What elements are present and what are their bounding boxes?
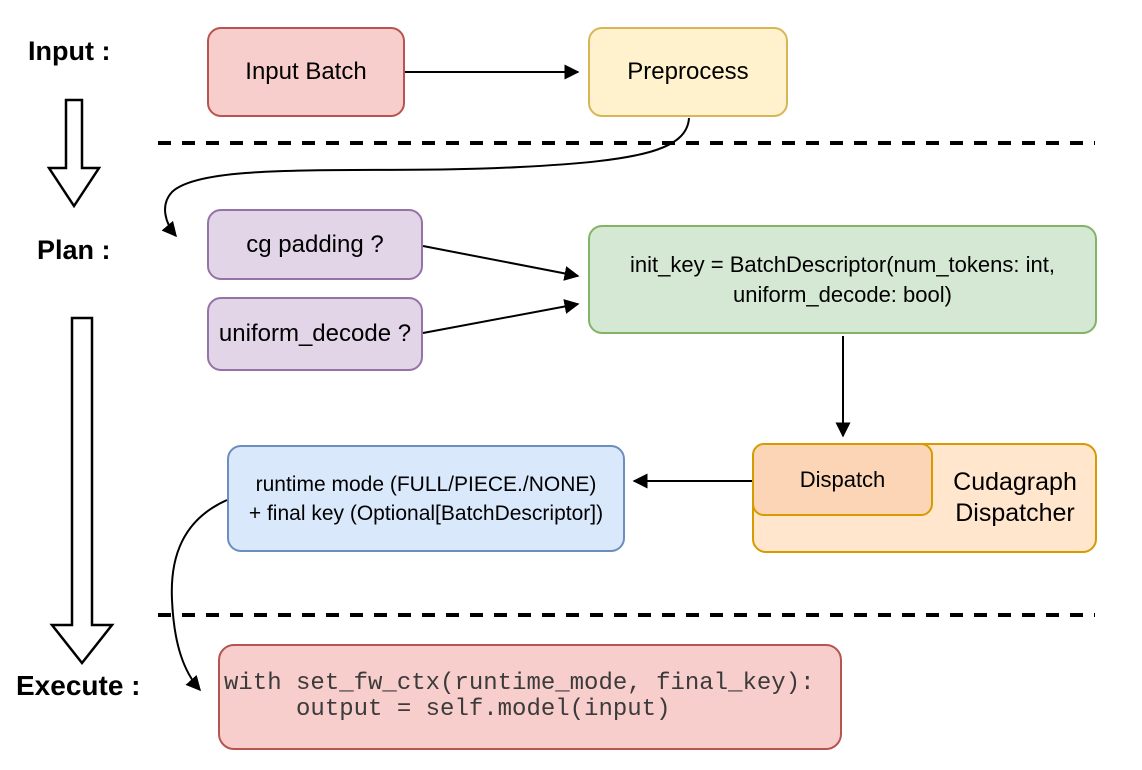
node-uniform-decode-label: uniform_decode ? <box>218 320 412 347</box>
node-dispatch-label: Dispatch <box>799 466 886 492</box>
node-init-key-line2: uniform_decode: bool) <box>733 281 952 307</box>
cudagraph-label-line1: Cudagraph <box>953 468 1077 496</box>
node-init-key-line1: init_key = BatchDescriptor(num_tokens: i… <box>630 251 1055 277</box>
node-runtime-mode-line1: runtime mode (FULL/PIECE./NONE) <box>255 472 597 496</box>
node-input-batch: Input Batch <box>207 27 405 117</box>
stage-label-execute: Execute : <box>16 670 141 701</box>
stage-label-input: Input : <box>28 36 111 66</box>
node-dispatch: Dispatch <box>752 443 933 516</box>
node-init-key: init_key = BatchDescriptor(num_tokens: i… <box>588 225 1097 334</box>
arrow-cg-padding-to-init-key <box>422 245 580 281</box>
node-uniform-decode: uniform_decode ? <box>207 297 423 371</box>
code-line-1: with set_fw_ctx(runtime_mode, final_key)… <box>224 670 815 697</box>
down-arrow-input-to-plan <box>46 98 102 209</box>
node-cg-padding: cg padding ? <box>207 209 423 280</box>
code-line-2: output = self.model(input) <box>224 696 671 723</box>
node-runtime-mode-line2: + final key (Optional[BatchDescriptor]) <box>248 501 604 525</box>
stage-label-plan: Plan : <box>37 235 111 265</box>
node-preprocess: Preprocess <box>588 27 788 117</box>
node-input-batch-label: Input Batch <box>245 58 367 85</box>
cudagraph-dispatcher-label: Cudagraph Dispatcher <box>935 445 1095 551</box>
node-execute-code: with set_fw_ctx(runtime_mode, final_key)… <box>218 644 842 750</box>
node-cg-padding-label: cg padding ? <box>246 230 384 258</box>
node-preprocess-label: Preprocess <box>627 58 749 85</box>
down-arrow-plan-to-execute <box>49 316 115 666</box>
arrow-uniform-decode-to-init-key <box>422 299 580 334</box>
cudagraph-label-line2: Dispatcher <box>955 499 1075 527</box>
node-runtime-mode: runtime mode (FULL/PIECE./NONE) + final … <box>227 445 625 552</box>
